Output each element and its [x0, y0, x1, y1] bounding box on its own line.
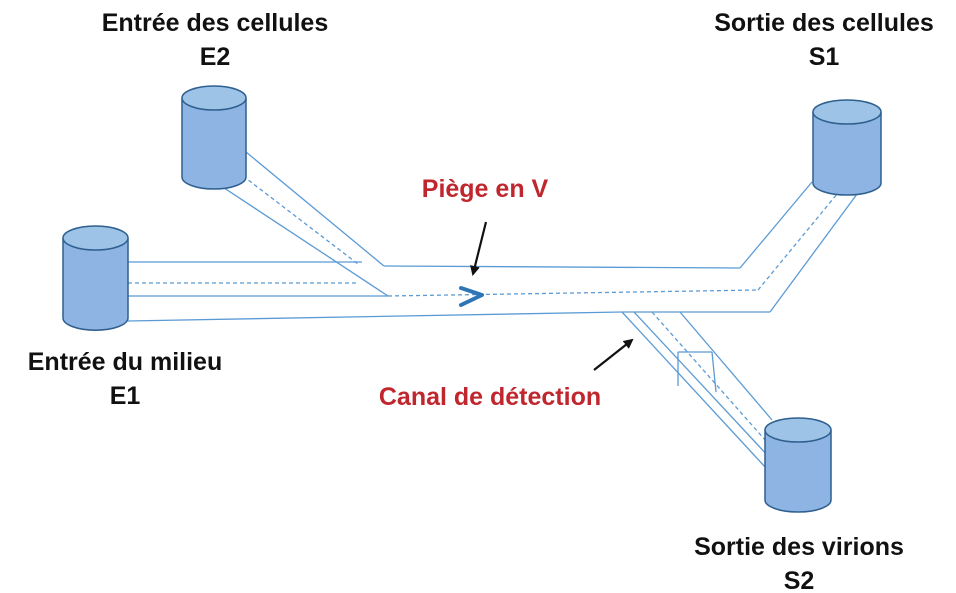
reservoir-e1 [62, 225, 129, 331]
v-trap-arrow [470, 221, 488, 276]
label-e2: Entrée des cellules E2 [70, 6, 360, 74]
label-e1: Entrée du milieu E1 [0, 345, 250, 413]
label-s2: Sortie des virions S2 [664, 530, 934, 593]
label-v-trap-text: Piège en V [421, 175, 549, 203]
channel-to-e2 [211, 151, 389, 297]
label-s1-code: S1 [808, 43, 840, 71]
label-e2-name: Entrée des cellules [101, 9, 329, 37]
label-s1: Sortie des cellules S1 [686, 6, 956, 74]
label-e1-code: E1 [109, 382, 141, 410]
label-e1-name: Entrée du milieu [27, 348, 223, 376]
label-s2-code: S2 [783, 567, 815, 593]
reservoir-s2 [764, 417, 832, 513]
main-channel [127, 261, 770, 322]
label-detection-channel-text: Canal de détection [378, 383, 602, 411]
label-s1-name: Sortie des cellules [714, 9, 934, 37]
reservoir-s1 [812, 99, 882, 196]
channel-to-s1 [739, 181, 861, 313]
detection-channel [621, 311, 775, 469]
reservoir-e2 [181, 85, 247, 190]
label-detection-channel: Canal de détection [350, 380, 630, 414]
v-trap-icon [459, 286, 484, 307]
label-s2-name: Sortie des virions [694, 533, 904, 561]
detection-channel-arrow [593, 338, 634, 371]
label-e2-code: E2 [199, 43, 231, 71]
label-v-trap: Piège en V [400, 172, 570, 206]
